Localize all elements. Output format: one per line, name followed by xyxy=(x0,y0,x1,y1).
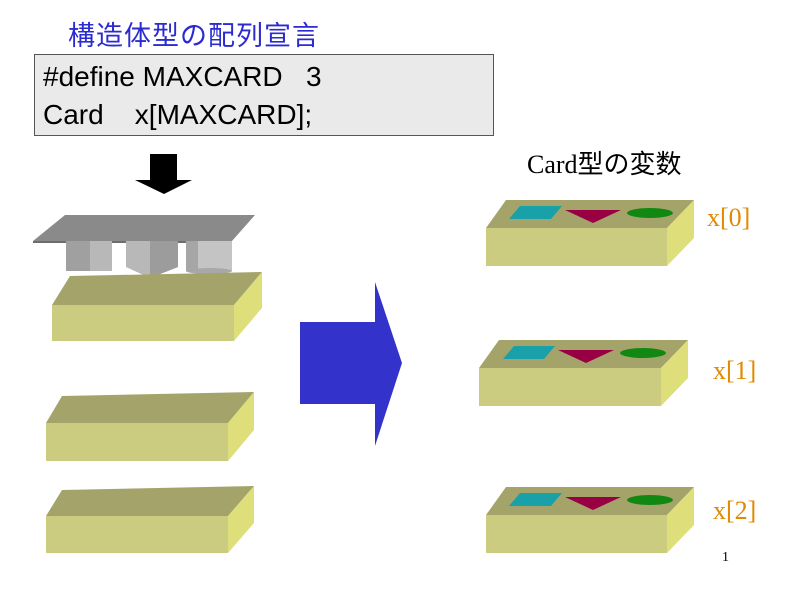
code-line-declaration: Card x[MAXCARD]; xyxy=(43,99,313,130)
right-arrow-icon xyxy=(300,282,402,446)
down-arrow-icon xyxy=(135,154,192,194)
card-block-2 xyxy=(486,487,694,553)
page-title: 構造体型の配列宣言 xyxy=(68,21,320,52)
variable-label-1: x[1] xyxy=(713,356,757,385)
variable-label-2: x[2] xyxy=(713,496,757,525)
code-line-define: #define MAXCARD 3 xyxy=(43,61,322,92)
code-box: #define MAXCARD 3 Card x[MAXCARD]; xyxy=(34,54,494,136)
variables-heading: Card型の変数 xyxy=(527,150,682,179)
page-number: 1 xyxy=(722,550,729,565)
struct-mold-icon xyxy=(33,215,255,278)
left-block-2 xyxy=(46,486,254,553)
variable-label-0: x[0] xyxy=(707,203,751,232)
left-block-1 xyxy=(46,392,254,461)
left-block-0 xyxy=(52,272,262,341)
card-block-0 xyxy=(486,200,694,266)
card-block-1 xyxy=(479,340,688,406)
